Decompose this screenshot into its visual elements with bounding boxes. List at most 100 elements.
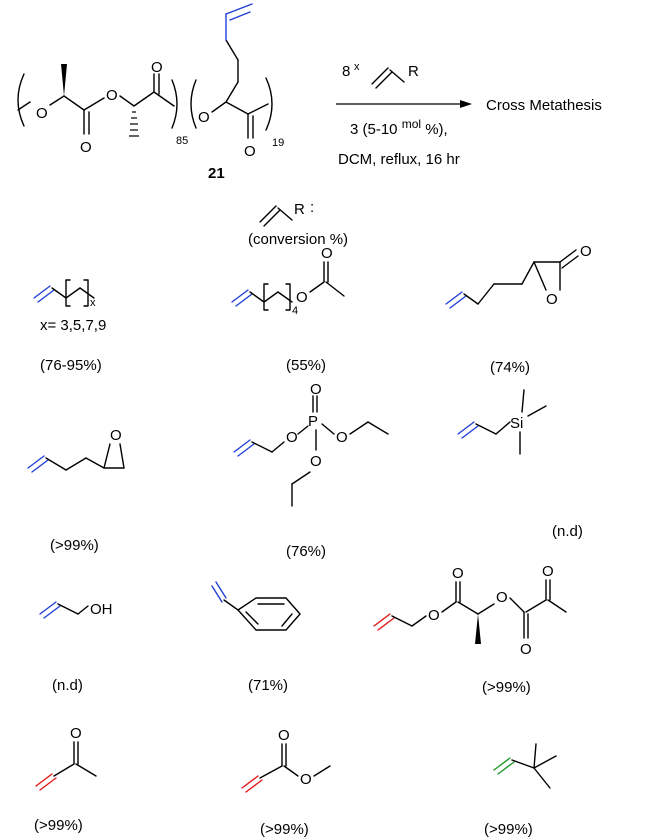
conversion-label: (>99%) [484, 821, 533, 838]
bond [77, 605, 89, 615]
conversion-label: (55%) [286, 357, 326, 374]
bond [31, 459, 49, 473]
bond [371, 67, 389, 85]
atom-o: O [300, 771, 312, 788]
bond [283, 765, 299, 777]
bond [225, 3, 253, 15]
bond [533, 261, 547, 291]
bond [277, 207, 293, 221]
benzene-ring [237, 597, 301, 631]
bond [373, 613, 391, 627]
conversion-label: (>99%) [260, 821, 309, 838]
bond [271, 441, 285, 453]
bond [237, 443, 255, 457]
bond [233, 439, 251, 453]
polymer-21: O O O O 85 O O [17, 3, 284, 182]
atom-o: O [321, 245, 333, 262]
atom-o: O [452, 565, 464, 582]
bond [27, 455, 45, 469]
atom-o: O [80, 139, 92, 156]
bracket-right [83, 279, 89, 307]
bond [561, 255, 579, 269]
bond [229, 11, 251, 21]
bond [463, 293, 479, 305]
atom-o: O [244, 143, 256, 160]
bond [43, 605, 61, 619]
atom-o: O [106, 87, 118, 104]
bond [235, 293, 253, 307]
bond [33, 285, 51, 299]
reagent-r: R [408, 63, 419, 80]
atom-o: O [336, 429, 348, 446]
atom-p: P [308, 413, 318, 430]
bond [321, 423, 335, 435]
arrow-head [460, 100, 472, 108]
bond [377, 617, 395, 631]
conversion-label: (n.d) [552, 523, 583, 540]
bond [525, 599, 547, 613]
olefin-butenyl-lactone: O O (74%) [445, 243, 592, 376]
subscript: 85 [176, 135, 188, 147]
bond [547, 599, 567, 613]
conversion-label: (>99%) [34, 817, 83, 834]
subscript: 19 [272, 137, 284, 149]
olefin-note: x= 3,5,7,9 [40, 317, 106, 334]
bond [533, 767, 551, 789]
bond [53, 763, 75, 777]
bracket-left [263, 283, 269, 311]
bond [57, 603, 79, 615]
bond [297, 425, 309, 435]
conversion-label: (74%) [490, 359, 530, 376]
bond [211, 585, 223, 603]
bond [45, 457, 67, 471]
bracket-left [190, 79, 197, 129]
bond [477, 283, 495, 305]
bond [521, 261, 535, 285]
bond [133, 91, 155, 107]
bond [533, 743, 537, 769]
atom-oh: OH [90, 601, 113, 618]
atom-o: O [110, 427, 122, 444]
bond [249, 291, 265, 303]
bond [495, 421, 511, 435]
bond [475, 423, 497, 435]
bond [211, 101, 227, 113]
catalyst-line: 3 (5-10 mol %), [350, 115, 448, 138]
bond [39, 777, 57, 791]
atom-o: O [70, 725, 82, 742]
conditions-text: DCM, reflux, 16 hr [338, 151, 460, 168]
olefin-methyl-acrylate: O O (>99%) [241, 727, 331, 838]
bond [441, 601, 457, 613]
olefin-allyl-alcohol: OH (n.d) [39, 601, 113, 694]
legend-r: R [294, 201, 305, 218]
bracket-left [65, 279, 71, 307]
bond [51, 287, 67, 299]
bond [461, 425, 479, 439]
bond [153, 91, 175, 107]
bond [527, 405, 547, 417]
bond [313, 765, 331, 777]
bracket-right [285, 283, 291, 311]
bond [389, 69, 405, 83]
bond [367, 421, 389, 435]
atom-o: O [542, 563, 554, 580]
bond [83, 97, 105, 111]
bond [241, 775, 259, 789]
atom-o: O [296, 289, 308, 306]
conversion-label: (76-95%) [40, 357, 102, 374]
olefin-styrene: (71%) [211, 581, 301, 694]
bond [349, 421, 369, 435]
reagent-times: x [354, 61, 360, 73]
bond [225, 101, 249, 115]
bond [251, 441, 273, 453]
conversion-label: (71%) [248, 677, 288, 694]
bond [263, 291, 279, 303]
bond [477, 603, 495, 615]
bond [225, 81, 239, 103]
olefin-allyl-phosphate: O P O O O (76%) [233, 381, 389, 560]
olefin-legend: R : (conversion %) [248, 199, 348, 248]
bond [119, 443, 125, 469]
conversion-label: (>99%) [50, 537, 99, 554]
reagent-equiv: 8 [342, 63, 350, 80]
